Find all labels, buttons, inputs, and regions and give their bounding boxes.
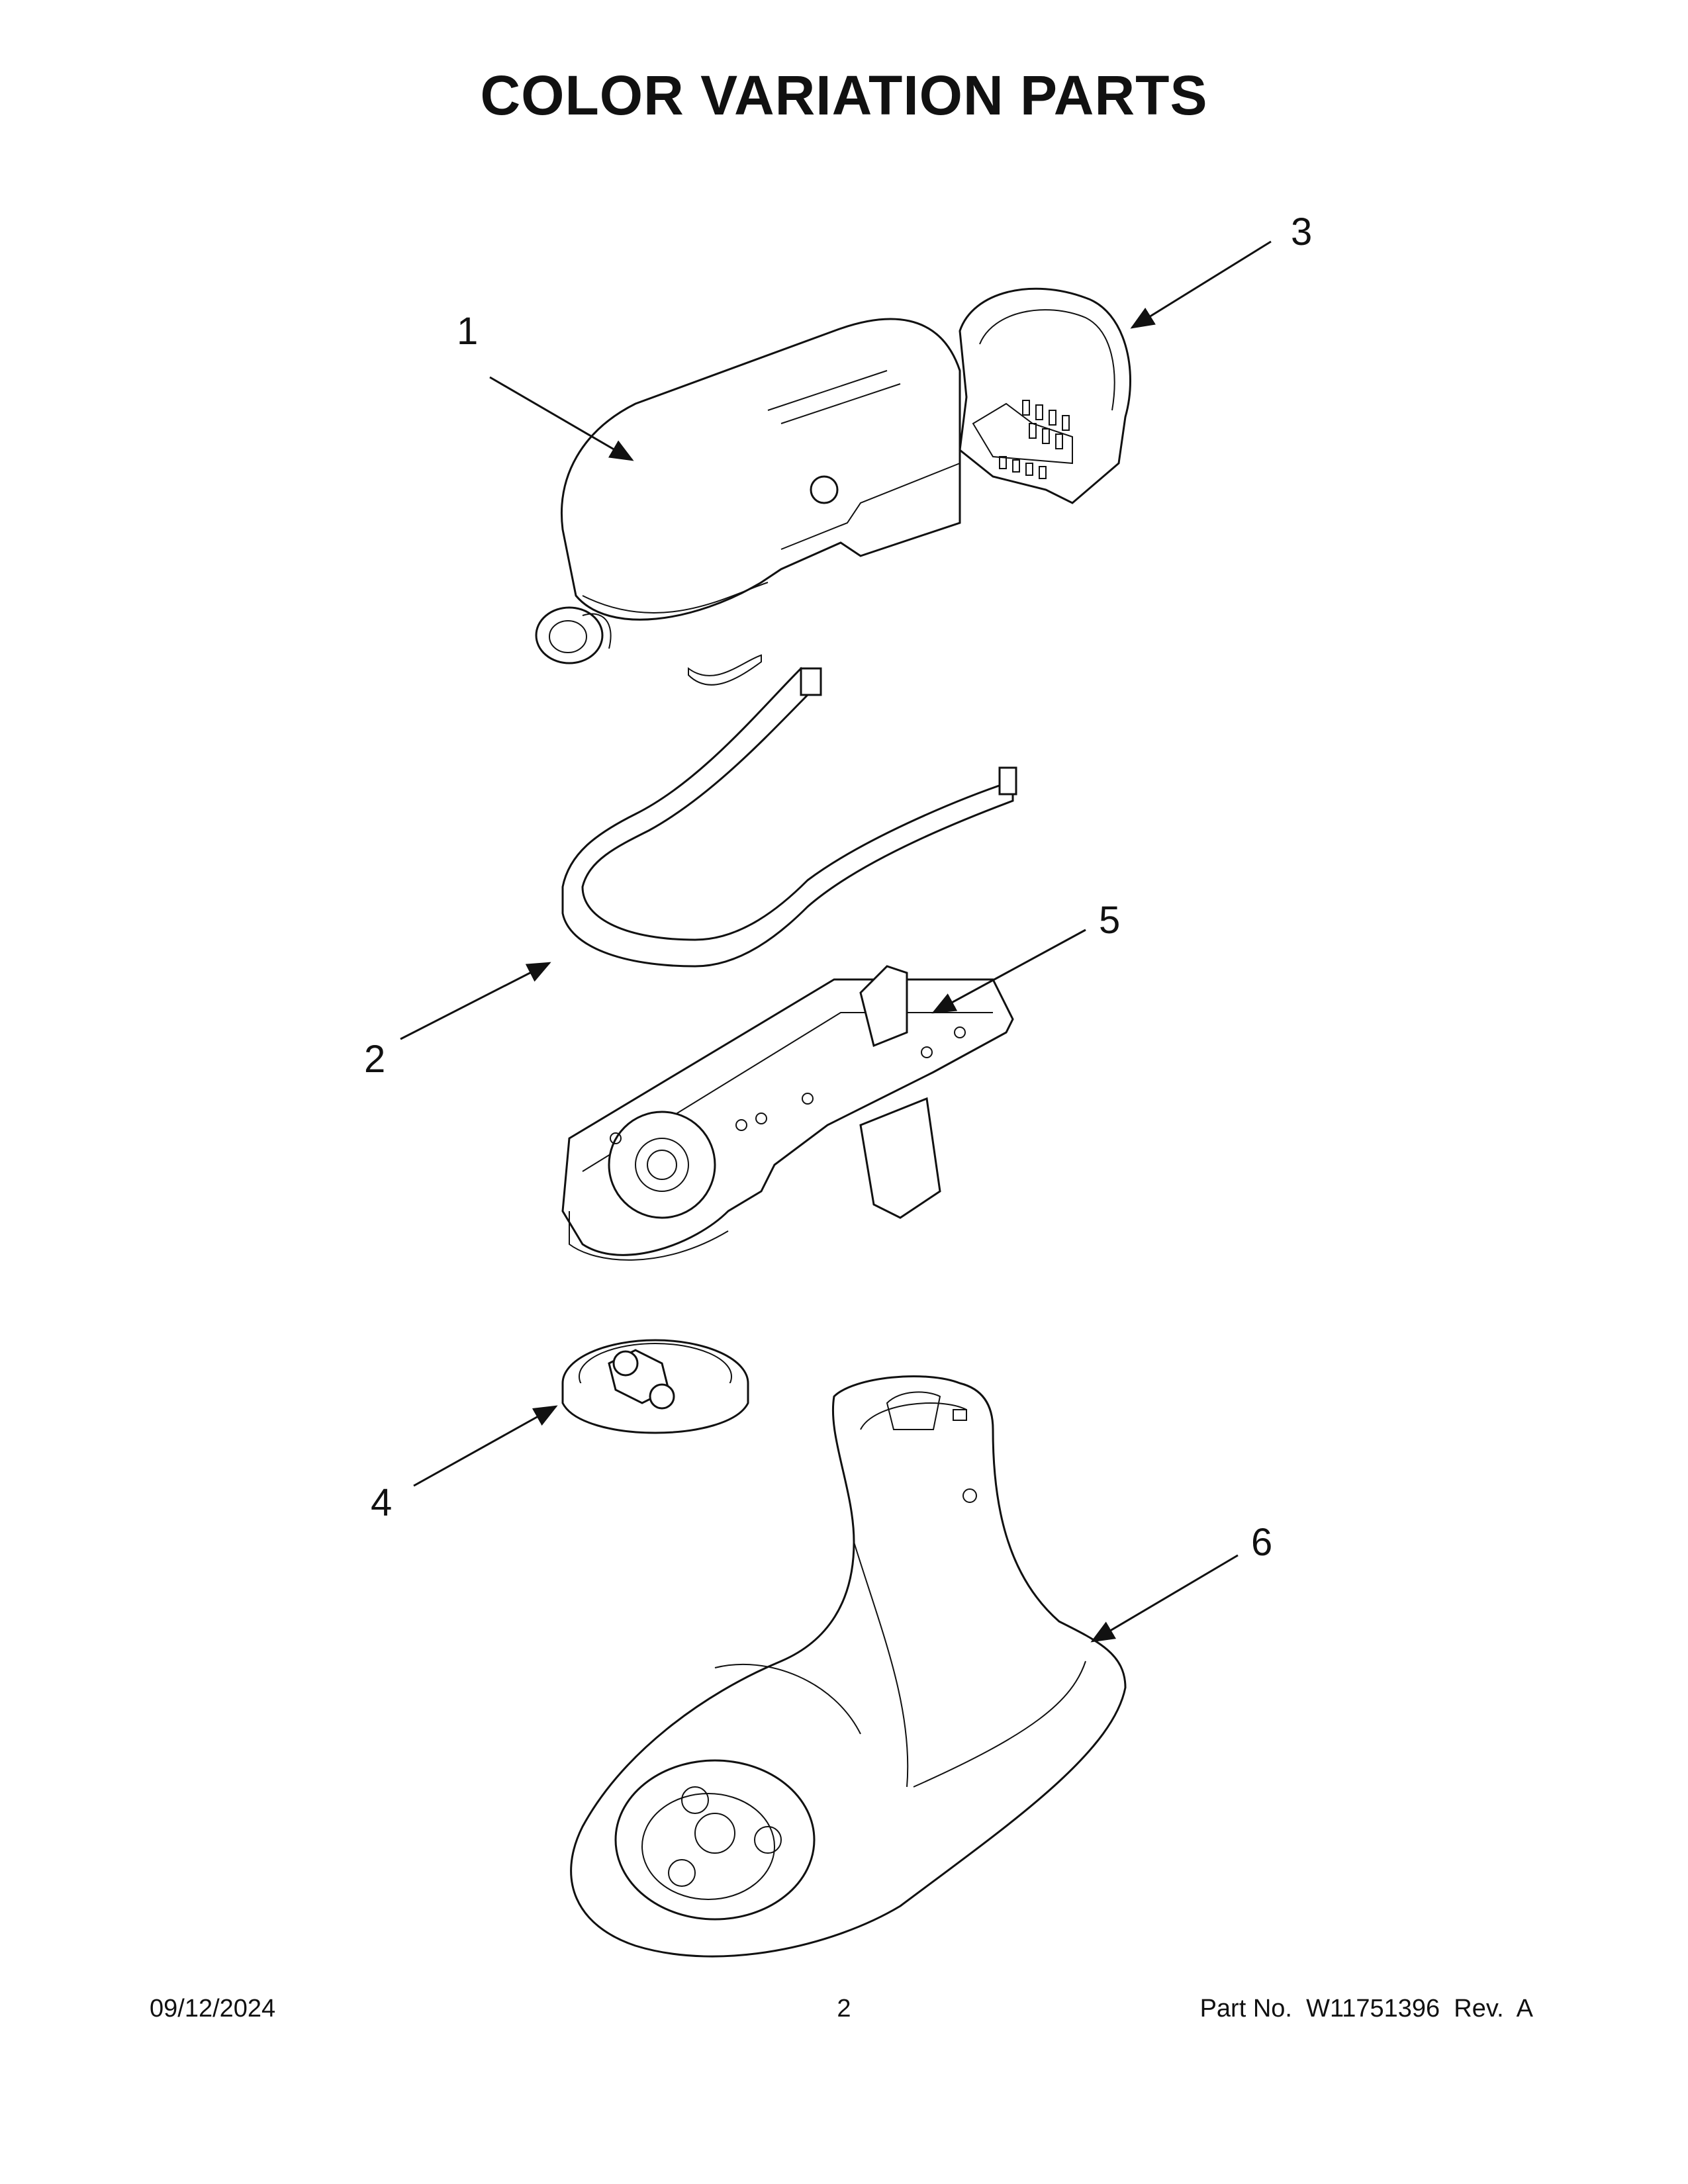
footer-date: 09/12/2024 [150, 1995, 276, 2023]
leader-2 [400, 962, 551, 1040]
callout-4: 4 [371, 1481, 392, 1524]
callout-6: 6 [1251, 1521, 1272, 1564]
part-5-gear-housing [561, 965, 1014, 1261]
leader-6 [1090, 1554, 1239, 1643]
part-1-motor-housing [535, 318, 961, 686]
part-6-pedestal-base [570, 1375, 1127, 1958]
footer-part-number: Part No. W11751396 Rev. A [1199, 1995, 1533, 2023]
callout-1: 1 [457, 310, 478, 353]
callout-3: 3 [1291, 210, 1312, 253]
leader-4 [413, 1405, 558, 1487]
leader-3 [1130, 240, 1272, 329]
callout-5: 5 [1099, 899, 1120, 942]
leader-5 [931, 929, 1086, 1014]
callout-2: 2 [364, 1038, 385, 1081]
part-2-trim-band [561, 666, 1017, 968]
page-title: COLOR VARIATION PARTS [480, 64, 1208, 126]
part-3-rear-cover [959, 287, 1131, 504]
footer-page-number: 2 [837, 1995, 851, 2023]
leader-1 [489, 376, 634, 461]
leader-lines [400, 240, 1272, 1643]
part-4-planetary-ring [561, 1339, 749, 1434]
